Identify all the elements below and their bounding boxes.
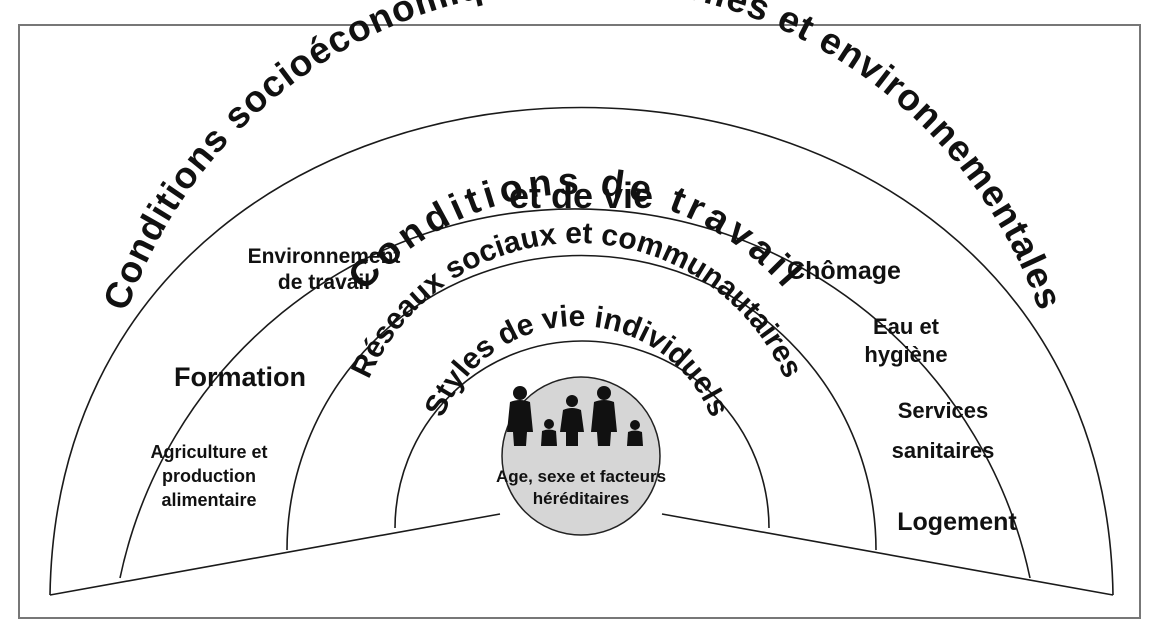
agriculture-label-line2: production bbox=[162, 466, 256, 486]
core-circle bbox=[501, 376, 661, 536]
baseline-left bbox=[49, 513, 501, 596]
baseline-right bbox=[661, 513, 1114, 596]
outer-ring-label: Conditions socioéconomiques, culturelles… bbox=[95, 0, 1070, 315]
agriculture-label-line1: Agriculture et bbox=[150, 442, 267, 462]
agriculture-label-line3: alimentaire bbox=[161, 490, 256, 510]
health-services-label-line2: sanitaires bbox=[892, 438, 995, 463]
water-hygiene-label-line1: Eau et bbox=[873, 314, 940, 339]
work-environment-label-line1: Environnement bbox=[248, 245, 401, 268]
core-label-line1: Age, sexe et facteurs bbox=[496, 467, 666, 486]
family-silhouette-icon bbox=[507, 386, 643, 446]
education-label: Formation bbox=[174, 362, 306, 392]
work-environment-label-line2: de travail bbox=[278, 271, 370, 294]
water-hygiene-label-line2: hygiène bbox=[864, 342, 947, 367]
outer-boundary-arc bbox=[49, 106, 1114, 596]
living-ring-inner-arc bbox=[286, 254, 877, 551]
core-label-line2: héréditaires bbox=[533, 489, 629, 508]
living-ring-label-line2: et de vie bbox=[509, 175, 653, 216]
health-services-label-line1: Services bbox=[898, 398, 989, 423]
housing-label: Logement bbox=[897, 508, 1017, 536]
unemployment-label: Chômage bbox=[787, 257, 901, 285]
social-ring-inner-arc bbox=[394, 340, 770, 529]
outer-ring-inner-arc bbox=[119, 208, 1031, 579]
